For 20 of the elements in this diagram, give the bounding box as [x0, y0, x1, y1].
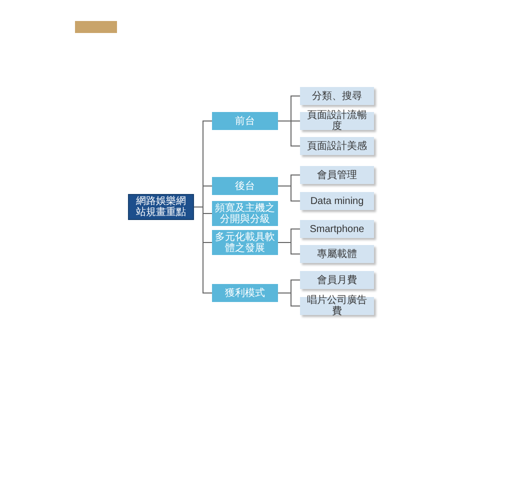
- category-box: 頻寬及主機之分開與分級: [212, 201, 278, 226]
- category-box: 前台: [212, 112, 278, 130]
- item-box: 頁面設計流暢度: [300, 112, 374, 130]
- item-box: 會員月費: [300, 271, 374, 289]
- item-box: 唱片公司廣告費: [300, 297, 374, 315]
- item-box: 分類、搜尋: [300, 87, 374, 105]
- root-box: 網路娛樂網站規畫重點: [128, 194, 194, 220]
- item-box: 專屬載體: [300, 245, 374, 263]
- item-box: 會員管理: [300, 166, 374, 184]
- item-box: Data mining: [300, 192, 374, 210]
- category-box: 獲利模式: [212, 284, 278, 302]
- connector-line: [278, 186, 300, 202]
- connector-line: [278, 292, 300, 306]
- item-box: Smartphone: [300, 220, 374, 238]
- connector-line: [278, 120, 300, 146]
- category-box: 多元化載具軟體之發展: [212, 230, 278, 255]
- category-box: 後台: [212, 177, 278, 195]
- item-box: 頁面設計美感: [300, 137, 374, 155]
- connector-line: [278, 242, 300, 254]
- connector-line: [194, 206, 212, 294]
